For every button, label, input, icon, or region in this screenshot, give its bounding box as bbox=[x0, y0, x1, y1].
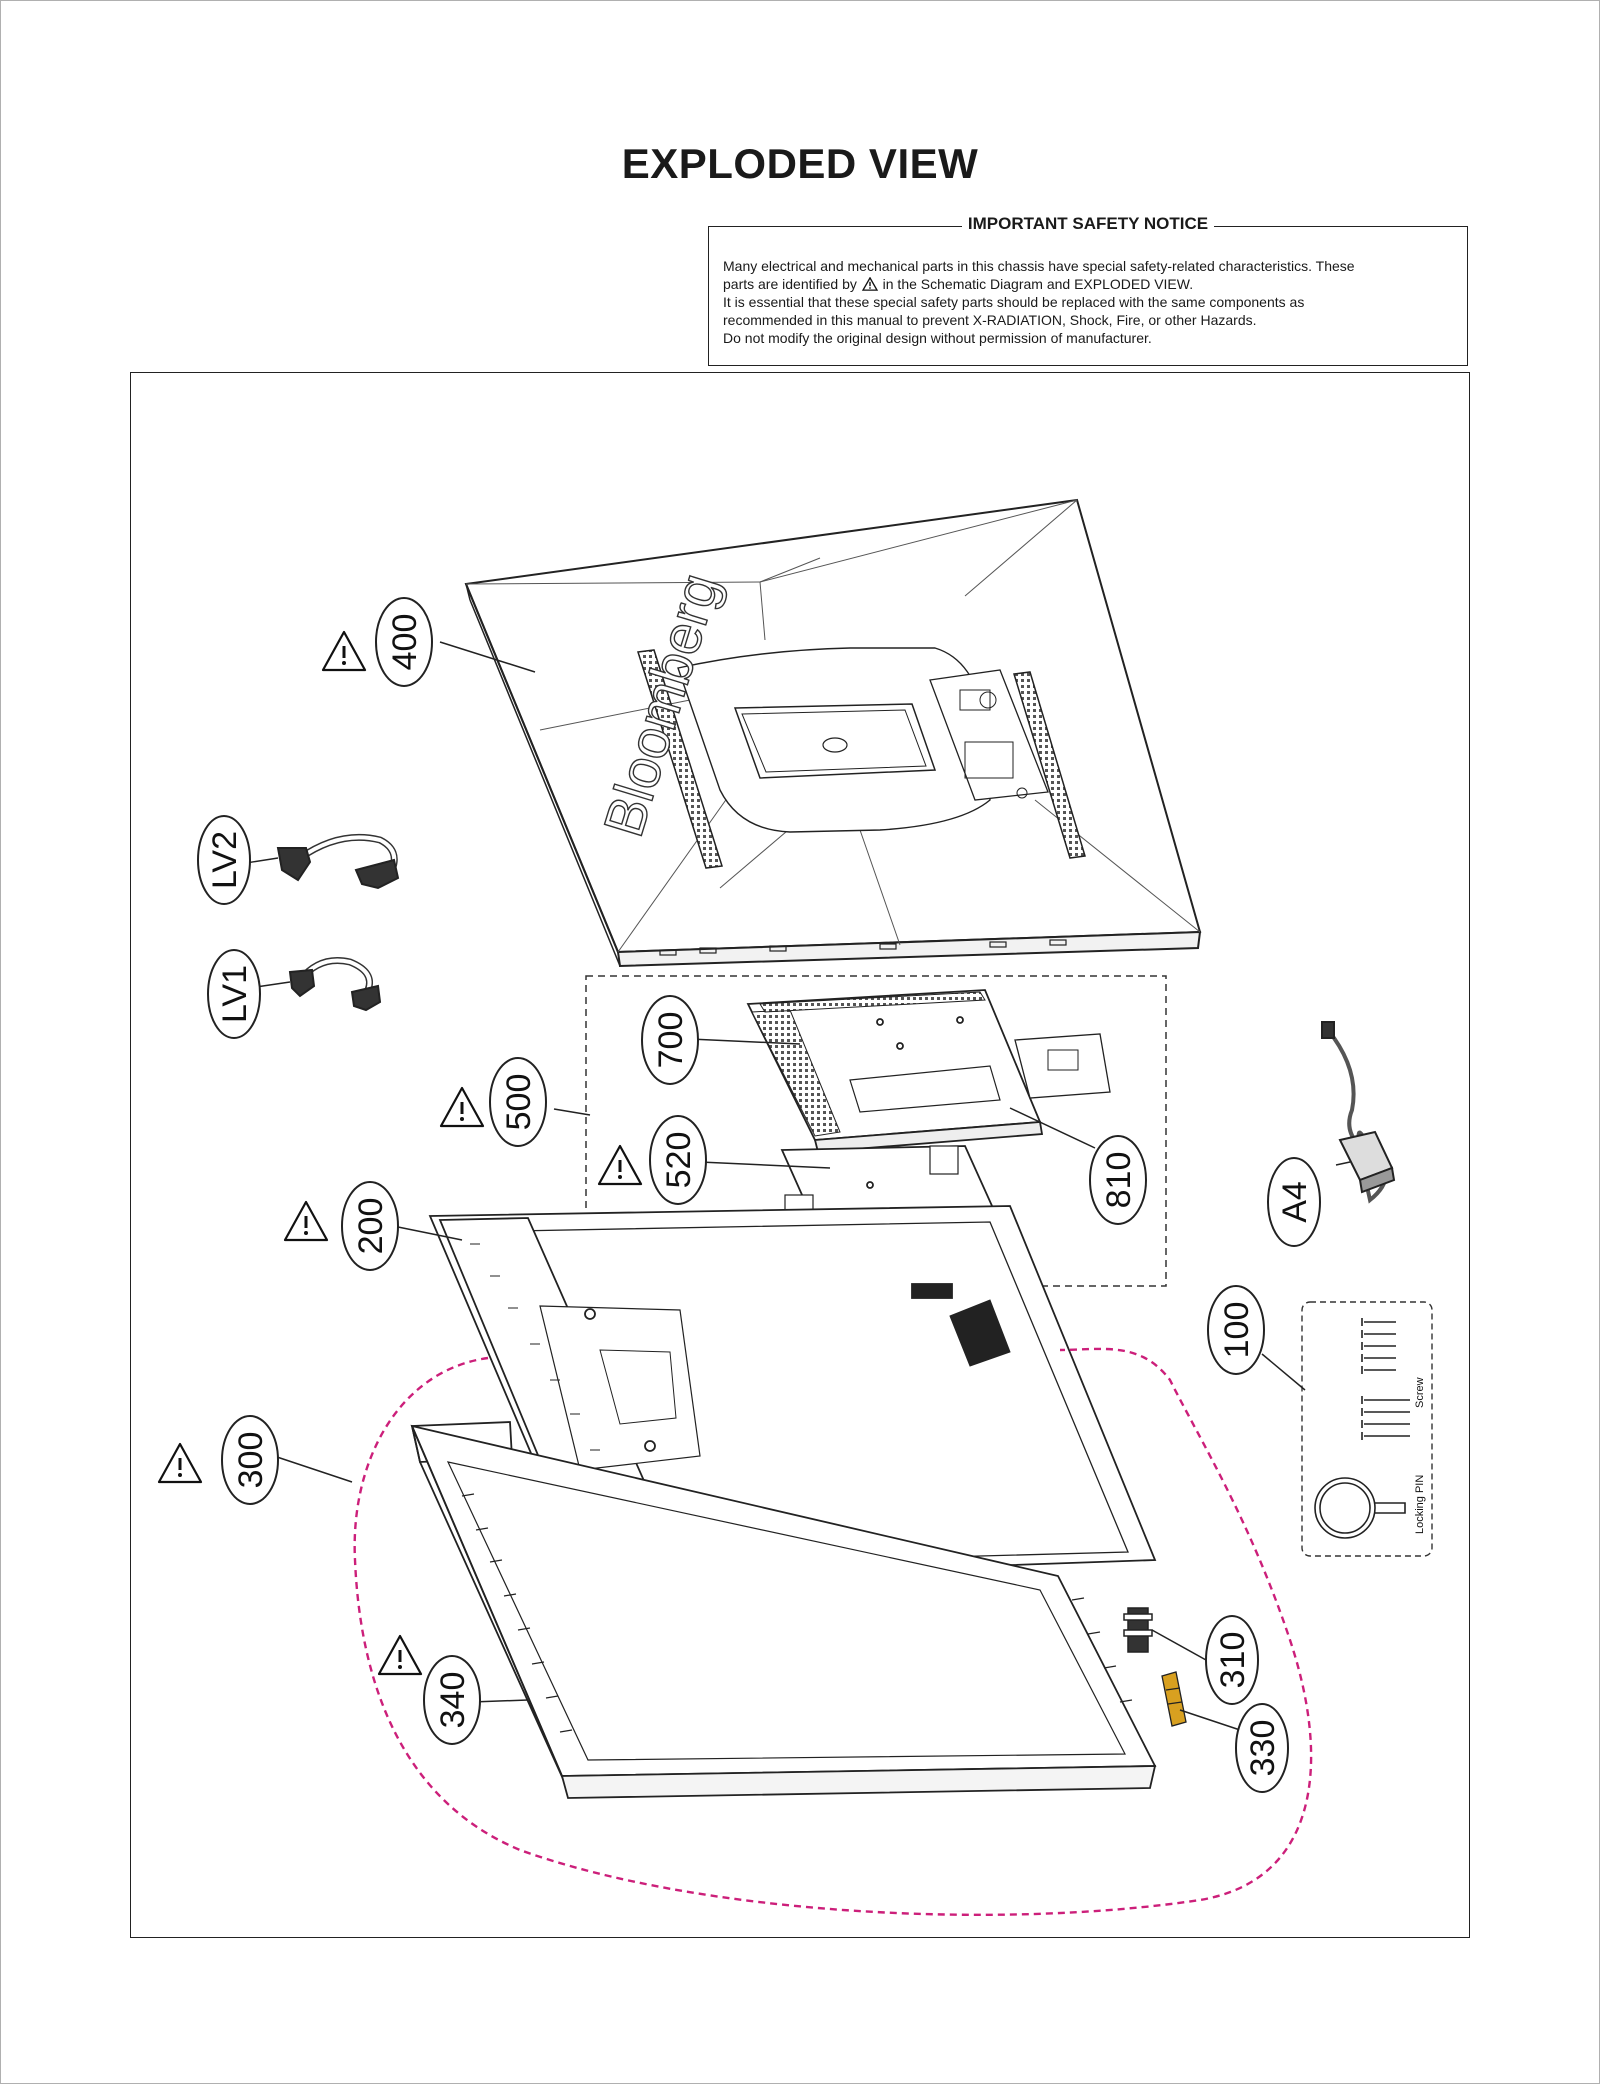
notice-line-5: Do not modify the original design withou… bbox=[723, 330, 1152, 346]
label-810: 810 bbox=[1100, 1152, 1138, 1209]
front-bezel-340 bbox=[410, 1421, 1157, 1799]
callout-400 bbox=[375, 597, 433, 687]
locking-pin-icon bbox=[1314, 1477, 1406, 1539]
label-340: 340 bbox=[434, 1672, 472, 1729]
notice-line-4: recommended in this manual to prevent X-… bbox=[723, 312, 1257, 328]
warning-triangle-icon bbox=[377, 1634, 423, 1676]
label-310: 310 bbox=[1214, 1632, 1252, 1689]
label-100: 100 bbox=[1218, 1302, 1256, 1359]
callout-200 bbox=[341, 1181, 399, 1271]
label-520: 520 bbox=[660, 1132, 698, 1189]
notice-line-1: Many electrical and mechanical parts in … bbox=[723, 258, 1355, 274]
callout-lv1 bbox=[207, 949, 261, 1039]
label-a4: A4 bbox=[1276, 1181, 1314, 1223]
lvds-cable-lv1 bbox=[255, 957, 382, 1012]
callout-340 bbox=[423, 1655, 481, 1745]
label-400: 400 bbox=[386, 614, 424, 671]
label-500: 500 bbox=[500, 1074, 538, 1131]
callout-330 bbox=[1235, 1703, 1289, 1793]
power-adapter-a4 bbox=[1321, 1021, 1396, 1204]
warning-triangle-icon bbox=[157, 1442, 203, 1484]
screw-label: Screw bbox=[1414, 1377, 1426, 1408]
part-310 bbox=[1123, 1607, 1153, 1653]
callout-lv2 bbox=[197, 815, 251, 905]
label-200: 200 bbox=[352, 1198, 390, 1255]
warning-triangle-icon bbox=[439, 1086, 485, 1128]
safety-notice-heading: IMPORTANT SAFETY NOTICE bbox=[709, 214, 1467, 234]
safety-notice-box: IMPORTANT SAFETY NOTICE Many electrical … bbox=[708, 214, 1468, 366]
callout-700 bbox=[641, 995, 699, 1085]
callout-100 bbox=[1207, 1285, 1265, 1375]
callout-310 bbox=[1205, 1615, 1259, 1705]
warning-triangle-icon bbox=[861, 277, 878, 291]
locking-pin-label: Locking PIN bbox=[1414, 1475, 1426, 1534]
callout-500 bbox=[489, 1057, 547, 1147]
part-330 bbox=[1161, 1671, 1187, 1727]
screw-icon bbox=[1361, 1318, 1410, 1440]
notice-line-3: It is essential that these special safet… bbox=[723, 294, 1305, 310]
notice-line-2b: in the Schematic Diagram and EXPLODED VI… bbox=[882, 276, 1194, 292]
callout-810 bbox=[1089, 1135, 1147, 1225]
label-330: 330 bbox=[1244, 1720, 1282, 1777]
back-cover-400: Bloomberg bbox=[464, 498, 1202, 968]
lvds-cable-lv2 bbox=[245, 833, 400, 890]
safety-notice-heading-text: IMPORTANT SAFETY NOTICE bbox=[961, 214, 1215, 233]
label-lv1: LV1 bbox=[216, 965, 254, 1023]
warning-triangle-icon bbox=[283, 1200, 329, 1242]
safety-notice-body: Many electrical and mechanical parts in … bbox=[723, 257, 1453, 347]
notice-line-2a: parts are identified by bbox=[723, 276, 857, 292]
main-board-shield-700 bbox=[746, 989, 1111, 1153]
callout-520 bbox=[649, 1115, 707, 1205]
callout-a4 bbox=[1267, 1157, 1321, 1247]
label-300: 300 bbox=[232, 1432, 270, 1489]
callout-300 bbox=[221, 1415, 279, 1505]
warning-triangle-icon bbox=[597, 1144, 643, 1186]
warning-triangle-icon bbox=[321, 630, 367, 672]
notice-line-2: parts are identified by in the Schematic… bbox=[723, 275, 1453, 293]
label-700: 700 bbox=[652, 1012, 690, 1069]
accessory-box-100 bbox=[1301, 1301, 1433, 1557]
label-lv2: LV2 bbox=[206, 831, 244, 889]
diagram-frame bbox=[130, 372, 1470, 1938]
group-outline-300 bbox=[353, 1347, 1313, 1917]
page-title: EXPLODED VIEW bbox=[621, 140, 979, 187]
leader-lines bbox=[273, 641, 1351, 1731]
